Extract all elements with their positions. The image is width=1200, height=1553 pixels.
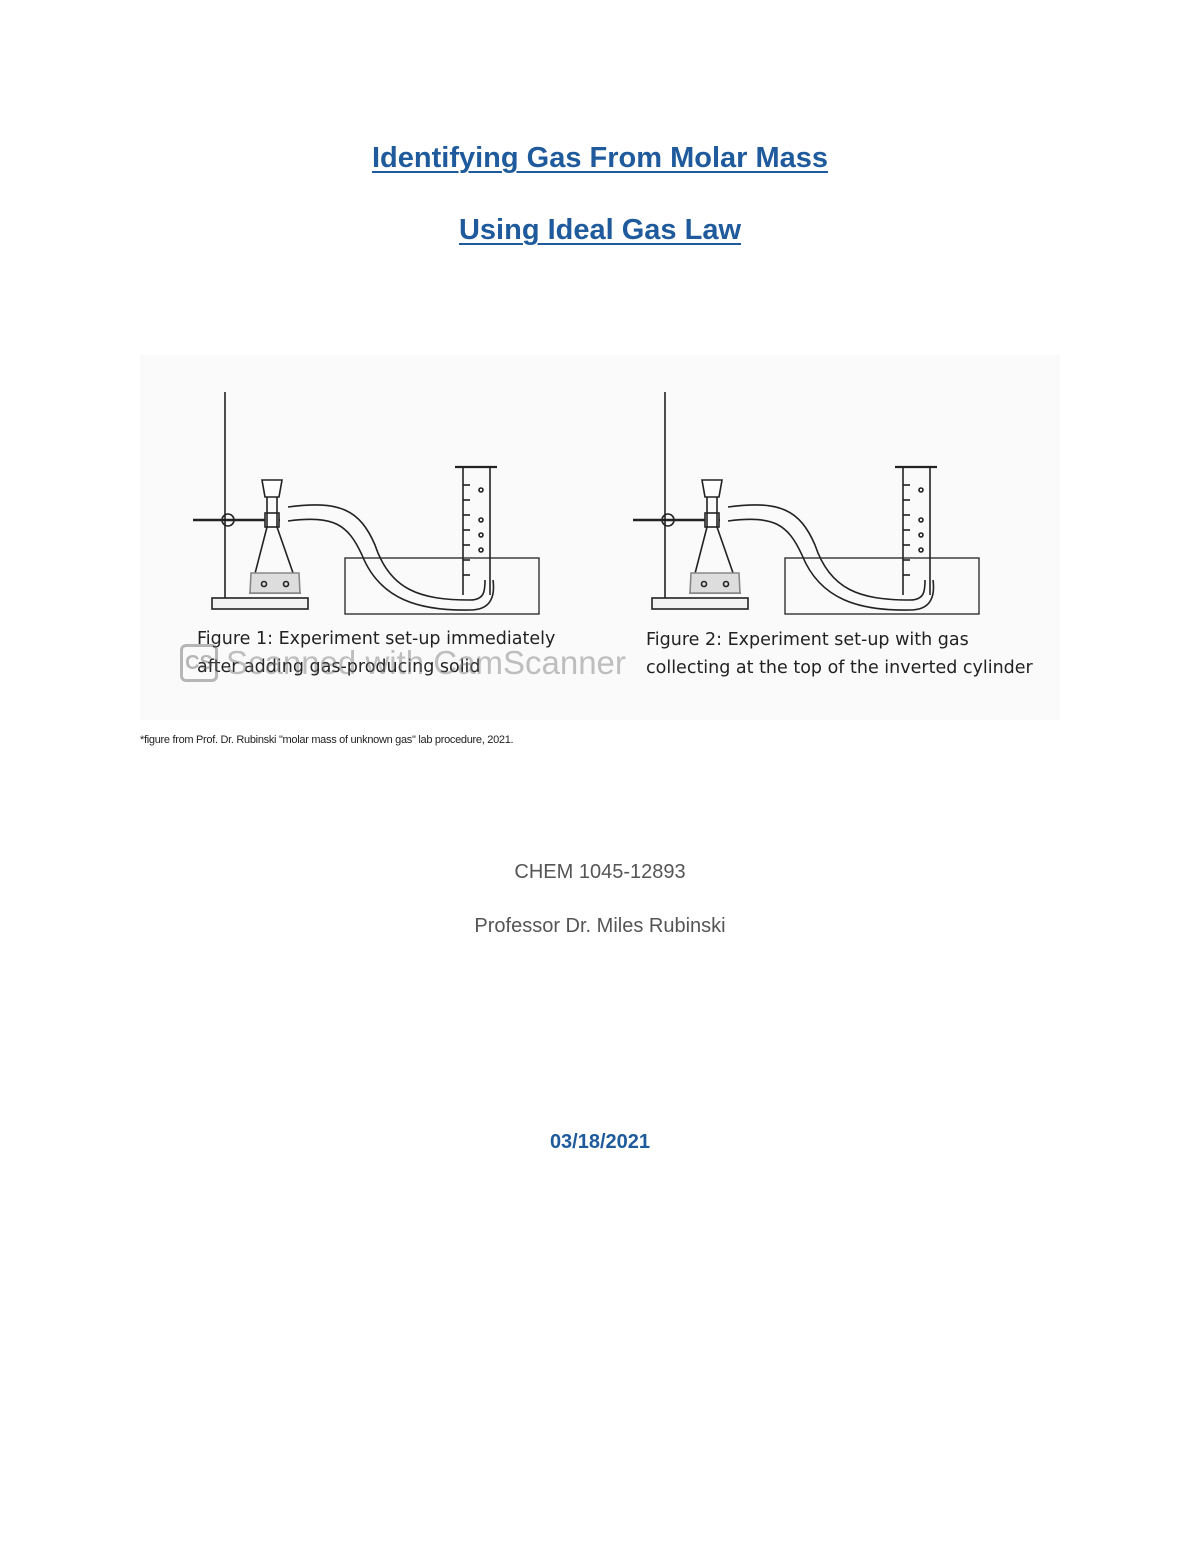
figure-2-caption: Figure 2: Experiment set-up with gas col… — [646, 626, 1033, 682]
title-line-1: Identifying Gas From Molar Mass — [371, 142, 829, 174]
report-date: 03/18/2021 — [549, 1131, 651, 1153]
figure-1-caption: Figure 1: Experiment set-up immediately … — [197, 625, 555, 681]
course-code: CHEM 1045-12893 — [514, 861, 686, 883]
figure-2-caption-line-2: collecting at the top of the inverted cy… — [646, 658, 1033, 678]
watermark-text: Scanned with CamScanner — [226, 644, 626, 681]
figure-1-apparatus — [191, 390, 541, 616]
experiment-figure-image — [140, 355, 1060, 720]
figure-1-caption-line-2: after adding gas-producing solid — [197, 657, 481, 677]
camscanner-logo-icon: CS — [180, 644, 218, 682]
figure-2-apparatus — [631, 390, 981, 616]
figure-footnote: *figure from Prof. Dr. Rubinski "molar m… — [140, 734, 514, 746]
title-line-2: Using Ideal Gas Law — [458, 214, 742, 246]
figure-2-caption-line-1: Figure 2: Experiment set-up with gas — [646, 630, 969, 650]
professor-name: Professor Dr. Miles Rubinski — [474, 915, 726, 937]
camscanner-watermark: CS Scanned with CamScanner — [180, 644, 626, 682]
figure-1-caption-line-1: Figure 1: Experiment set-up immediately — [197, 629, 556, 649]
